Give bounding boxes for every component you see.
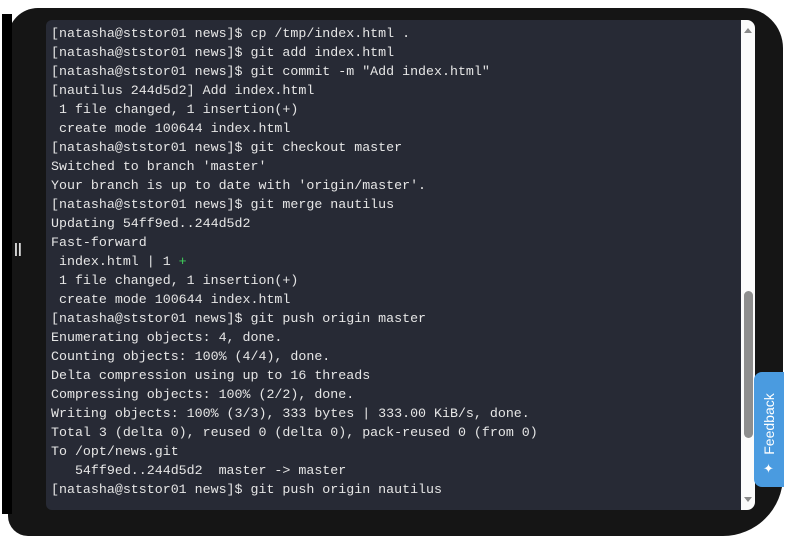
terminal-output[interactable]: [natasha@ststor01 news]$ cp /tmp/index.h… <box>46 20 741 510</box>
line: 54ff9ed..244d5d2 master -> master <box>51 463 347 478</box>
line: [natasha@ststor01 news]$ cp /tmp/index.h… <box>51 26 411 41</box>
line: To /opt/news.git <box>51 444 179 459</box>
scroll-up-icon[interactable] <box>744 28 752 33</box>
feedback-button[interactable]: Feedback ✦ <box>754 372 784 487</box>
line: index.html | 1 <box>51 254 179 269</box>
line: [natasha@ststor01 news]$ git push origin… <box>51 311 427 326</box>
scroll-down-icon[interactable] <box>744 497 752 502</box>
line: 1 file changed, 1 insertion(+) <box>51 273 299 288</box>
line: create mode 100644 index.html <box>51 121 291 136</box>
line: [natasha@ststor01 news]$ git push origin… <box>51 482 442 497</box>
line: [natasha@ststor01 news]$ git checkout ma… <box>51 140 403 155</box>
vertical-scrollbar[interactable] <box>741 20 755 510</box>
line: Writing objects: 100% (3/3), 333 bytes |… <box>51 406 530 421</box>
line: Updating 54ff9ed..244d5d2 <box>51 216 251 231</box>
feedback-label: Feedback <box>761 393 777 455</box>
line: Switched to branch 'master' <box>51 159 267 174</box>
line: Delta compression using up to 16 threads <box>51 368 371 383</box>
sparkle-icon: ✦ <box>763 461 774 476</box>
line: Compressing objects: 100% (2/2), done. <box>51 387 355 402</box>
diffstat-plus: + <box>178 254 187 269</box>
line: [natasha@ststor01 news]$ git add index.h… <box>51 45 395 60</box>
line: create mode 100644 index.html <box>51 292 291 307</box>
scrollbar-thumb[interactable] <box>744 291 753 438</box>
line: [nautilus 244d5d2] Add index.html <box>51 83 315 98</box>
line: 1 file changed, 1 insertion(+) <box>51 102 299 117</box>
line: Fast-forward <box>51 235 147 250</box>
line: [natasha@ststor01 news]$ git commit -m "… <box>51 64 490 79</box>
resize-handle[interactable]: || <box>14 240 22 256</box>
frame-edge <box>2 14 12 514</box>
line: [natasha@ststor01 news]$ git merge nauti… <box>51 197 395 212</box>
line: Enumerating objects: 4, done. <box>51 330 283 345</box>
line: Your branch is up to date with 'origin/m… <box>51 178 427 193</box>
line: Total 3 (delta 0), reused 0 (delta 0), p… <box>51 425 538 440</box>
terminal-lines: [natasha@ststor01 news]$ cp /tmp/index.h… <box>51 24 538 499</box>
line: Counting objects: 100% (4/4), done. <box>51 349 331 364</box>
